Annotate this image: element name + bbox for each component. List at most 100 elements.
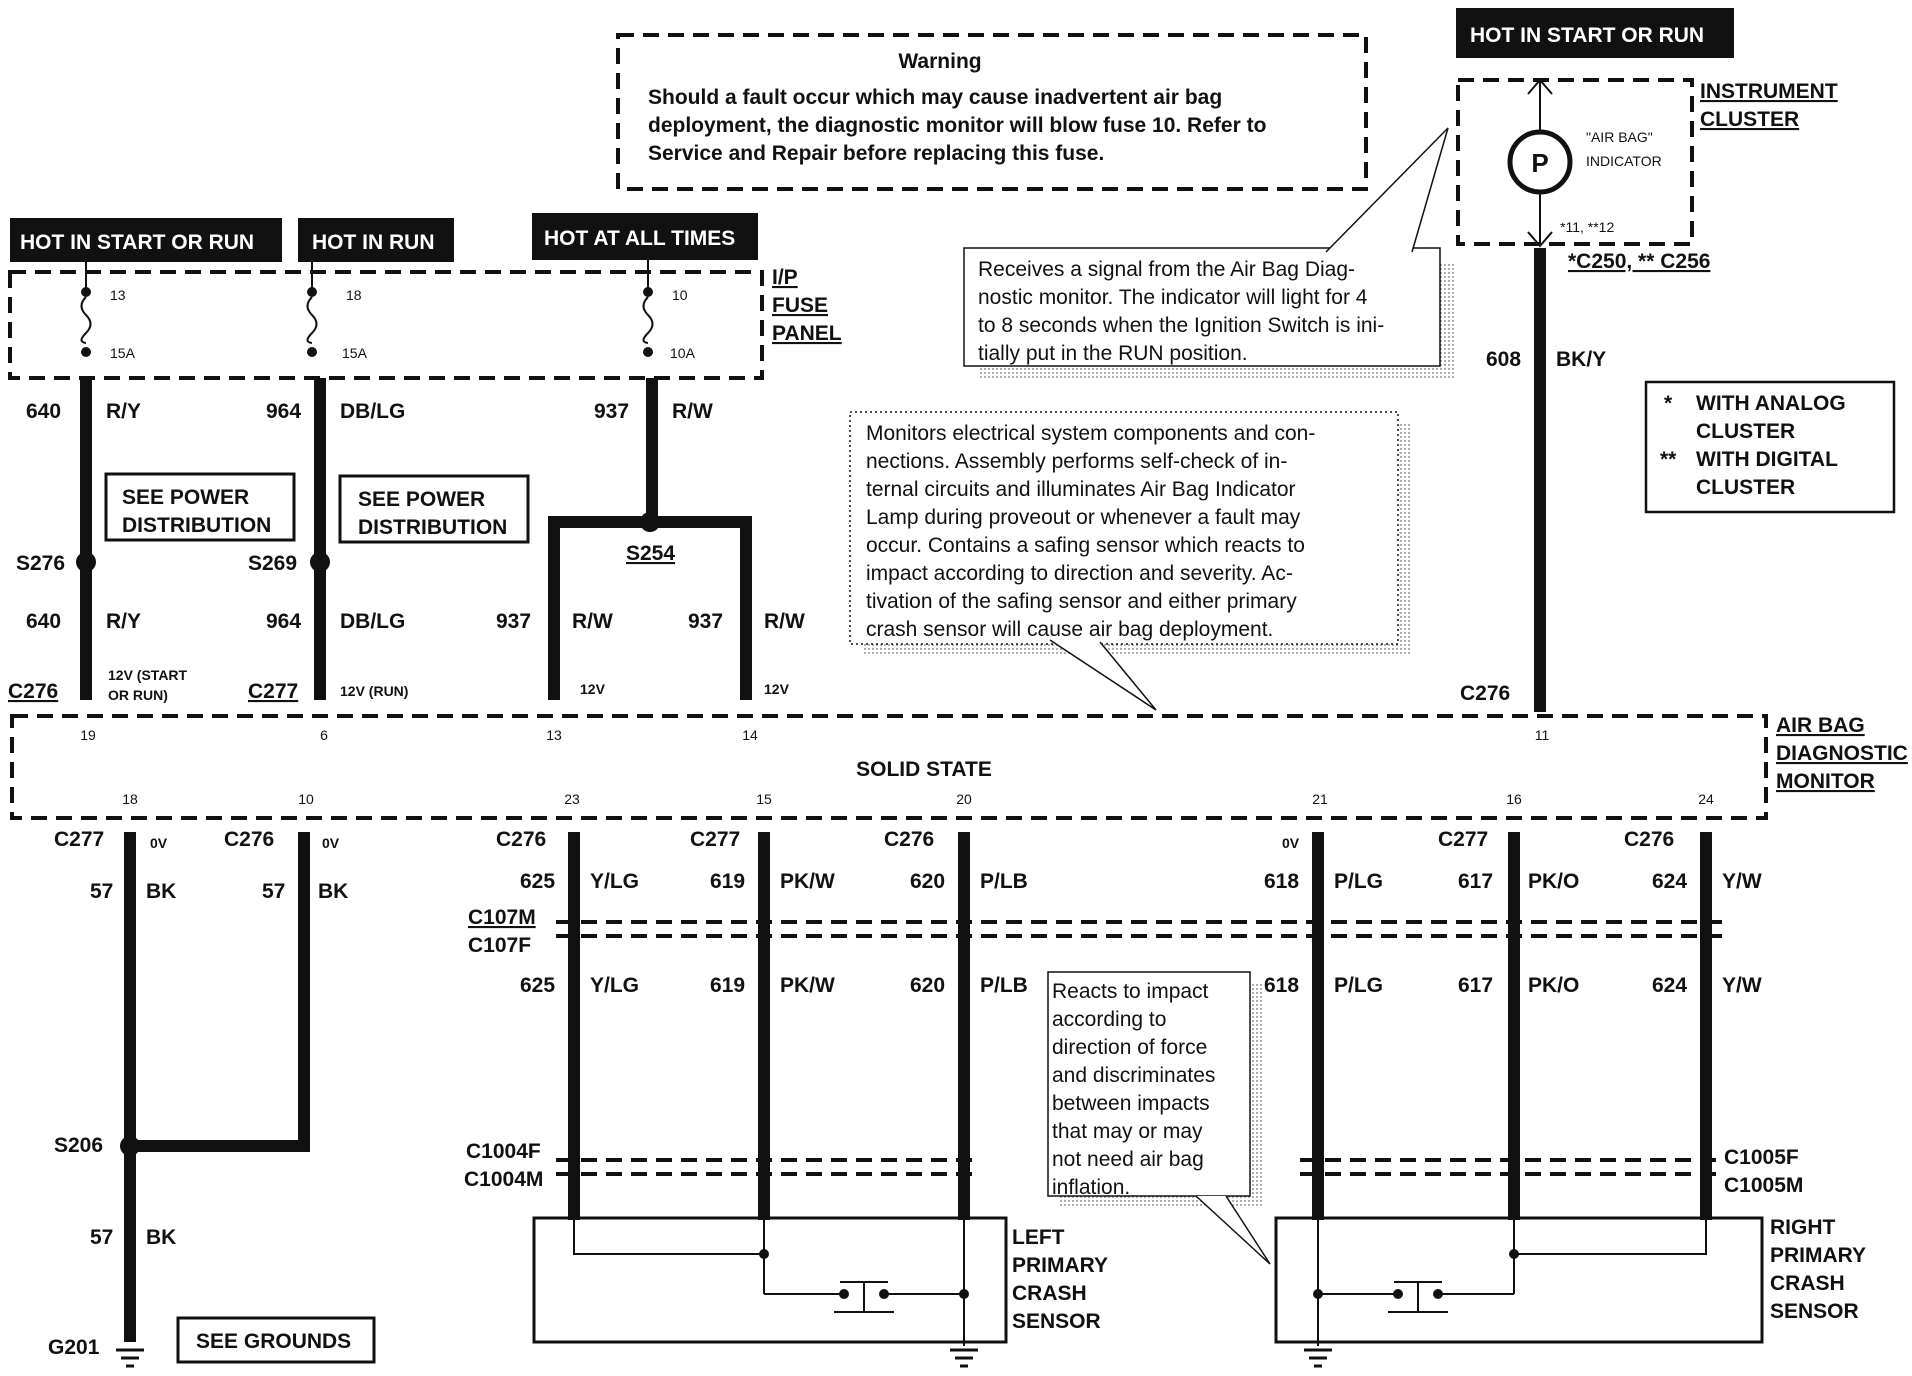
svg-text:BK: BK <box>146 880 176 903</box>
svg-text:that may or may: that may or may <box>1052 1120 1203 1143</box>
svg-text:620: 620 <box>910 870 945 893</box>
svg-text:11: 11 <box>1535 727 1550 743</box>
ground-icon <box>1304 1348 1332 1368</box>
monitor-note: Monitors electrical system components an… <box>849 411 1410 711</box>
svg-text:CLUSTER: CLUSTER <box>1696 420 1795 443</box>
svg-text:P/LB: P/LB <box>980 870 1028 893</box>
fuse-13: 13 15A <box>80 262 136 361</box>
svg-text:*C250, ** C256: *C250, ** C256 <box>1568 250 1710 273</box>
svg-text:964: 964 <box>266 610 301 633</box>
svg-text:625: 625 <box>520 870 555 893</box>
svg-text:Y/LG: Y/LG <box>590 974 639 997</box>
svg-text:C1004M: C1004M <box>464 1168 543 1191</box>
svg-text:R/W: R/W <box>572 610 613 633</box>
svg-text:HOT IN RUN: HOT IN RUN <box>312 231 435 254</box>
splice-s276 <box>76 552 96 572</box>
svg-text:**: ** <box>1660 448 1677 471</box>
svg-text:16: 16 <box>1506 791 1522 807</box>
power-label-start-run-left: HOT IN START OR RUN <box>10 218 282 262</box>
warning-title: Warning <box>898 50 981 73</box>
air-bag-indicator-icon <box>1507 129 1573 195</box>
ground-icon <box>116 1348 144 1368</box>
wire-964: 964 DB/LG S269 964 DB/LG 12V (RUN) C277 <box>248 378 408 703</box>
svg-text:12V: 12V <box>764 681 790 697</box>
svg-text:PK/O: PK/O <box>1528 974 1579 997</box>
svg-text:Lamp during proveout or whenev: Lamp during proveout or whenever a fault… <box>866 506 1301 529</box>
svg-text:618: 618 <box>1264 974 1299 997</box>
svg-text:BK/Y: BK/Y <box>1556 348 1606 371</box>
svg-text:Reacts to impact: Reacts to impact <box>1052 980 1209 1003</box>
svg-text:ternal circuits and illuminate: ternal circuits and illuminates Air Bag … <box>866 478 1296 501</box>
svg-text:12V: 12V <box>580 681 606 697</box>
svg-text:12V (RUN): 12V (RUN) <box>340 683 408 699</box>
svg-text:crash sensor will cause air ba: crash sensor will cause air bag deployme… <box>866 618 1273 641</box>
legend-box: * WITH ANALOG CLUSTER ** WITH DIGITAL CL… <box>1644 380 1896 514</box>
fuse-panel-label-2: FUSE <box>772 294 828 317</box>
svg-text:10: 10 <box>298 791 314 807</box>
svg-text:R/W: R/W <box>672 400 713 423</box>
svg-text:SEE GROUNDS: SEE GROUNDS <box>196 1330 351 1353</box>
svg-text:G201: G201 <box>48 1336 100 1359</box>
svg-text:C1004F: C1004F <box>466 1140 541 1163</box>
svg-text:S254: S254 <box>626 542 675 565</box>
svg-text:C277: C277 <box>54 828 104 851</box>
svg-text:nections. Assembly performs s: nections. Assembly performs self-check o… <box>866 450 1287 473</box>
svg-text:WITH DIGITAL: WITH DIGITAL <box>1696 448 1838 471</box>
svg-text:18: 18 <box>346 287 362 303</box>
svg-text:19: 19 <box>80 727 96 743</box>
svg-text:PRIMARY: PRIMARY <box>1770 1244 1866 1267</box>
svg-text:Receives a signal from the Air: Receives a signal from the Air Bag Diag- <box>978 258 1355 281</box>
svg-text:MONITOR: MONITOR <box>1776 770 1875 793</box>
warning-line-3: Service and Repair before replacing this… <box>648 142 1104 165</box>
svg-text:937: 937 <box>688 610 723 633</box>
fuse-panel: I/P FUSE PANEL 13 15A 18 15A 10 <box>8 260 842 380</box>
svg-text:0V: 0V <box>1282 835 1300 851</box>
svg-text:R/Y: R/Y <box>106 610 141 633</box>
svg-text:OR RUN): OR RUN) <box>108 687 168 703</box>
svg-text:C276: C276 <box>224 828 274 851</box>
svg-text:13: 13 <box>546 727 562 743</box>
svg-text:to 8 seconds when the Ignition: to 8 seconds when the Ignition Switch is… <box>978 314 1384 337</box>
connector-c277-top: C277 <box>248 680 298 703</box>
svg-text:WITH ANALOG: WITH ANALOG <box>1696 392 1846 415</box>
svg-text:S269: S269 <box>248 552 297 575</box>
svg-text:according to: according to <box>1052 1008 1166 1031</box>
svg-text:nostic monitor. The indicator: nostic monitor. The indicator will light… <box>978 286 1368 309</box>
svg-text:C277: C277 <box>1438 828 1488 851</box>
power-label-run: HOT IN RUN <box>298 218 454 262</box>
fuse-panel-label-3: PANEL <box>772 322 842 345</box>
svg-text:23: 23 <box>564 791 580 807</box>
left-primary-crash-sensor: LEFT PRIMARY CRASH SENSOR <box>532 1216 1108 1368</box>
svg-text:624: 624 <box>1652 870 1687 893</box>
svg-text:57: 57 <box>90 1226 113 1249</box>
svg-text:INDICATOR: INDICATOR <box>1586 153 1662 169</box>
svg-text:937: 937 <box>594 400 629 423</box>
svg-text:964: 964 <box>266 400 301 423</box>
svg-text:Y/LG: Y/LG <box>590 870 639 893</box>
svg-text:R/Y: R/Y <box>106 400 141 423</box>
svg-text:"AIR BAG": "AIR BAG" <box>1586 129 1653 145</box>
svg-text:tivation of the safing sensor: tivation of the safing sensor and either… <box>866 590 1297 613</box>
svg-text:HOT IN START OR RUN: HOT IN START OR RUN <box>1470 24 1704 47</box>
svg-text:DISTRIBUTION: DISTRIBUTION <box>358 516 507 539</box>
warning-box: Warning Should a fault occur which may c… <box>616 33 1368 191</box>
see-power-distribution-2: SEE POWER DISTRIBUTION <box>338 474 530 544</box>
sensor-wires: C276 C277 C276 0V C277 C276 625 Y/LG 619… <box>464 828 1803 1220</box>
svg-text:DB/LG: DB/LG <box>340 400 405 423</box>
power-label-all-times: HOT AT ALL TIMES <box>532 213 758 260</box>
svg-text:10A: 10A <box>670 345 696 361</box>
svg-text:P/LB: P/LB <box>980 974 1028 997</box>
svg-text:619: 619 <box>710 870 745 893</box>
svg-text:57: 57 <box>262 880 285 903</box>
instrument-cluster: INSTRUMENT CLUSTER P "AIR BAG" INDICATOR… <box>1456 78 1838 273</box>
svg-text:S276: S276 <box>16 552 65 575</box>
svg-text:P/LG: P/LG <box>1334 974 1383 997</box>
connector-c276-top: C276 <box>8 680 58 703</box>
warning-line-1: Should a fault occur which may cause ina… <box>648 86 1222 109</box>
svg-text:619: 619 <box>710 974 745 997</box>
svg-text:15A: 15A <box>110 345 136 361</box>
ground-icon <box>950 1348 978 1368</box>
svg-text:0V: 0V <box>150 835 168 851</box>
svg-text:S206: S206 <box>54 1134 103 1157</box>
svg-text:tially put in the RUN position: tially put in the RUN position. <box>978 342 1248 365</box>
